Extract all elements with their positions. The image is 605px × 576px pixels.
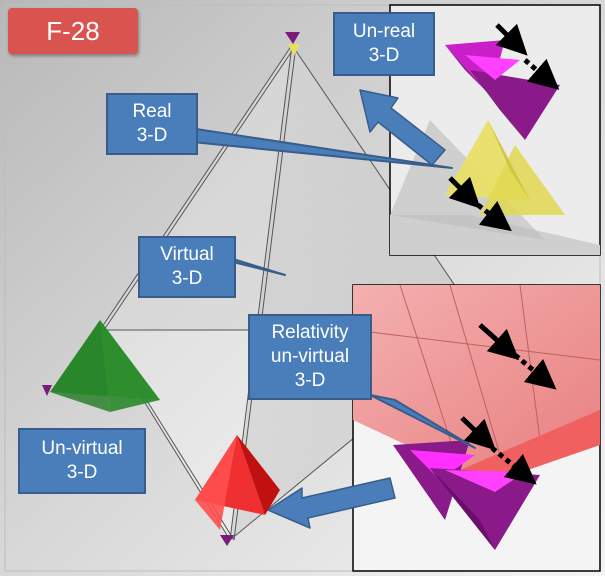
callout-relativity-line2: un-virtual <box>270 346 350 367</box>
callout-unreal-line2: 3-D <box>368 45 400 66</box>
callout-relativity-line3: 3-D <box>294 370 326 391</box>
callout-unvirtual-line2: 3-D <box>66 462 98 483</box>
callout-unreal: Un-real 3-D <box>333 12 435 76</box>
figure-tag-text: F-28 <box>46 15 100 46</box>
callout-virtual-line2: 3-D <box>171 268 203 289</box>
figure-tag: F-28 <box>8 8 138 54</box>
callout-real-line2: 3-D <box>136 125 168 146</box>
callout-real: Real 3-D <box>106 93 198 155</box>
callout-unvirtual: Un-virtual 3-D <box>18 428 146 494</box>
relativity-callout-pointer <box>369 394 476 449</box>
callout-unreal-line1: Un-real <box>352 21 416 42</box>
callout-virtual-line1: Virtual <box>160 244 214 265</box>
callout-unvirtual-line1: Un-virtual <box>41 438 123 459</box>
inset-relativity <box>352 284 601 572</box>
blue-arrow-left <box>267 477 396 529</box>
callout-virtual: Virtual 3-D <box>138 236 236 298</box>
callout-real-line1: Real <box>132 101 172 122</box>
callout-relativity: Relativity un-virtual 3-D <box>248 314 372 400</box>
green-tetrahedron <box>42 320 160 412</box>
callout-relativity-line1: Relativity <box>271 322 349 343</box>
apex-marker <box>285 32 300 56</box>
red-tetrahedron <box>195 435 280 546</box>
blue-arrow-up <box>359 89 446 166</box>
